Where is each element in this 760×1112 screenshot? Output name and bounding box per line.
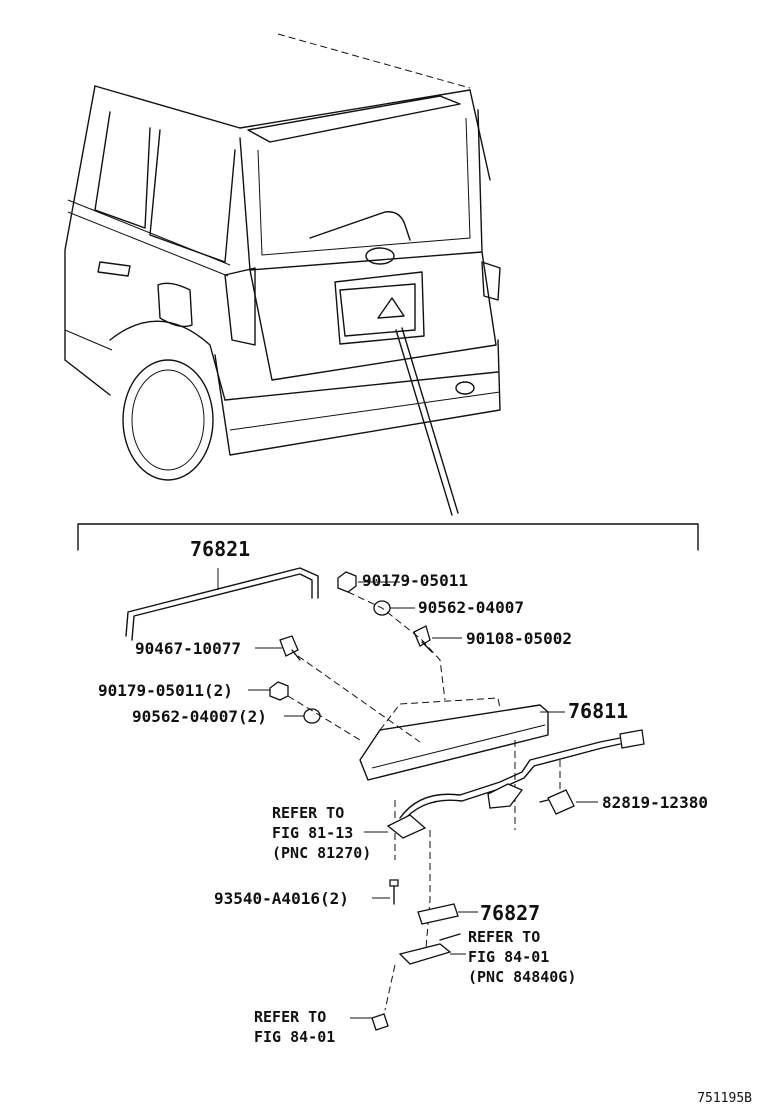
assembly-bracket bbox=[77, 523, 699, 551]
garnish-76811 bbox=[359, 697, 565, 860]
ref2-line2: FIG 84-01 bbox=[468, 948, 549, 966]
wire-harness bbox=[399, 729, 645, 823]
bulb-82819-12380 bbox=[539, 760, 598, 815]
callout-82819-12380: 82819-12380 bbox=[602, 793, 708, 812]
nut-90179-05011 bbox=[337, 571, 400, 593]
molding-76821 bbox=[125, 567, 319, 641]
ref3-line2: FIG 84-01 bbox=[254, 1028, 335, 1046]
license-lamp bbox=[398, 933, 466, 965]
clip-90467-10077 bbox=[255, 635, 301, 661]
callout-76827: 76827 bbox=[480, 901, 540, 925]
ref1-line2: FIG 81-13 bbox=[272, 824, 353, 842]
ref2-line3: (PNC 84840G) bbox=[468, 968, 576, 986]
callout-76811: 76811 bbox=[568, 699, 628, 723]
screw-bottom bbox=[350, 1013, 389, 1031]
callout-90108-05002: 90108-05002 bbox=[466, 629, 572, 648]
callout-93540-A4016: 93540-A4016(2) bbox=[214, 889, 349, 908]
ref1-line3: (PNC 81270) bbox=[272, 844, 371, 862]
figure-number: 751195B bbox=[697, 1091, 752, 1106]
lamp-socket bbox=[364, 814, 427, 839]
lamp-cover-76827 bbox=[417, 903, 478, 925]
callout-90562-04007: 90562-04007 bbox=[418, 598, 524, 617]
ref1-line1: REFER TO bbox=[272, 804, 344, 822]
callout-90467-10077: 90467-10077 bbox=[135, 639, 241, 658]
callout-90562-04007-2: 90562-04007(2) bbox=[132, 707, 267, 726]
callout-76821: 76821 bbox=[190, 537, 250, 561]
vehicle-illustration bbox=[64, 33, 501, 516]
nut-left bbox=[248, 681, 289, 701]
callout-90179-05011-2: 90179-05011(2) bbox=[98, 681, 233, 700]
screw-90108-05002 bbox=[413, 625, 462, 653]
washer-90562-04007 bbox=[373, 600, 415, 616]
ref2-line1: REFER TO bbox=[468, 928, 540, 946]
washer-left bbox=[284, 708, 321, 724]
screw-93540-A4016 bbox=[372, 879, 399, 905]
callout-90179-05011: 90179-05011 bbox=[362, 571, 468, 590]
ref3-line1: REFER TO bbox=[254, 1008, 326, 1026]
